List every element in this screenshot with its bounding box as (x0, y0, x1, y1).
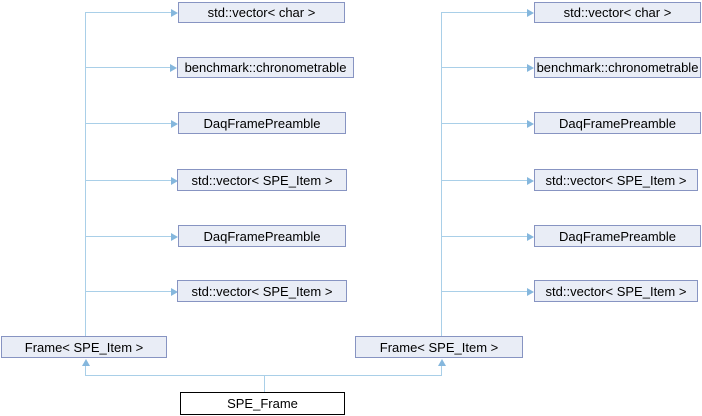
arrowhead-left-2-icon (170, 64, 177, 72)
class-node-left-daqframepreamble-1[interactable]: DaqFramePreamble (178, 112, 346, 134)
class-node-right-chronometrable[interactable]: benchmark::chronometrable (534, 57, 701, 78)
class-node-right-daqframepreamble-1[interactable]: DaqFramePreamble (534, 112, 701, 134)
edge-right-branch-4 (441, 180, 527, 181)
arrowhead-right-6-icon (527, 288, 534, 296)
class-node-right-vector-speitem-1[interactable]: std::vector< SPE_Item > (534, 169, 698, 191)
arrowhead-left-1-icon (171, 9, 178, 17)
edge-left-branch-6 (85, 291, 171, 292)
class-node-left-chronometrable[interactable]: benchmark::chronometrable (177, 57, 354, 78)
edge-left-parent-stub (85, 365, 86, 375)
arrowhead-left-4-icon (171, 177, 178, 185)
edge-left-trunk (85, 12, 86, 336)
edge-right-branch-5 (441, 236, 527, 237)
arrowhead-left-parent-icon (82, 359, 90, 366)
edge-right-branch-6 (441, 291, 527, 292)
class-node-left-daqframepreamble-2[interactable]: DaqFramePreamble (178, 225, 346, 247)
edge-left-branch-1 (85, 12, 171, 13)
arrowhead-right-5-icon (527, 233, 534, 241)
class-node-left-vector-speitem-2[interactable]: std::vector< SPE_Item > (177, 280, 347, 302)
edge-inheritance-horizontal (85, 375, 442, 376)
class-node-spe-frame-main: SPE_Frame (180, 392, 345, 415)
edge-left-branch-3 (85, 123, 171, 124)
class-node-right-vector-char[interactable]: std::vector< char > (534, 2, 701, 23)
arrowhead-left-5-icon (171, 233, 178, 241)
class-node-left-vector-char[interactable]: std::vector< char > (178, 2, 345, 23)
arrowhead-right-parent-icon (438, 359, 446, 366)
class-node-right-daqframepreamble-2[interactable]: DaqFramePreamble (534, 225, 701, 247)
edge-left-branch-5 (85, 236, 171, 237)
edge-right-branch-3 (441, 123, 527, 124)
edge-main-stub (264, 375, 265, 392)
edge-left-branch-4 (85, 180, 171, 181)
edge-right-parent-stub (441, 365, 442, 375)
class-node-left-vector-speitem-1[interactable]: std::vector< SPE_Item > (177, 169, 347, 191)
class-node-left-frame-speitem[interactable]: Frame< SPE_Item > (1, 336, 167, 358)
class-node-right-vector-speitem-2[interactable]: std::vector< SPE_Item > (534, 280, 698, 302)
arrowhead-left-6-icon (171, 288, 178, 296)
edge-right-branch-1 (441, 12, 527, 13)
class-node-right-frame-speitem[interactable]: Frame< SPE_Item > (355, 336, 523, 358)
arrowhead-right-1-icon (527, 9, 534, 17)
edge-right-trunk (441, 12, 442, 336)
edge-right-branch-2 (441, 67, 527, 68)
arrowhead-right-3-icon (527, 120, 534, 128)
arrowhead-left-3-icon (171, 120, 178, 128)
arrowhead-right-4-icon (527, 177, 534, 185)
edge-left-branch-2 (85, 67, 170, 68)
arrowhead-right-2-icon (527, 64, 534, 72)
